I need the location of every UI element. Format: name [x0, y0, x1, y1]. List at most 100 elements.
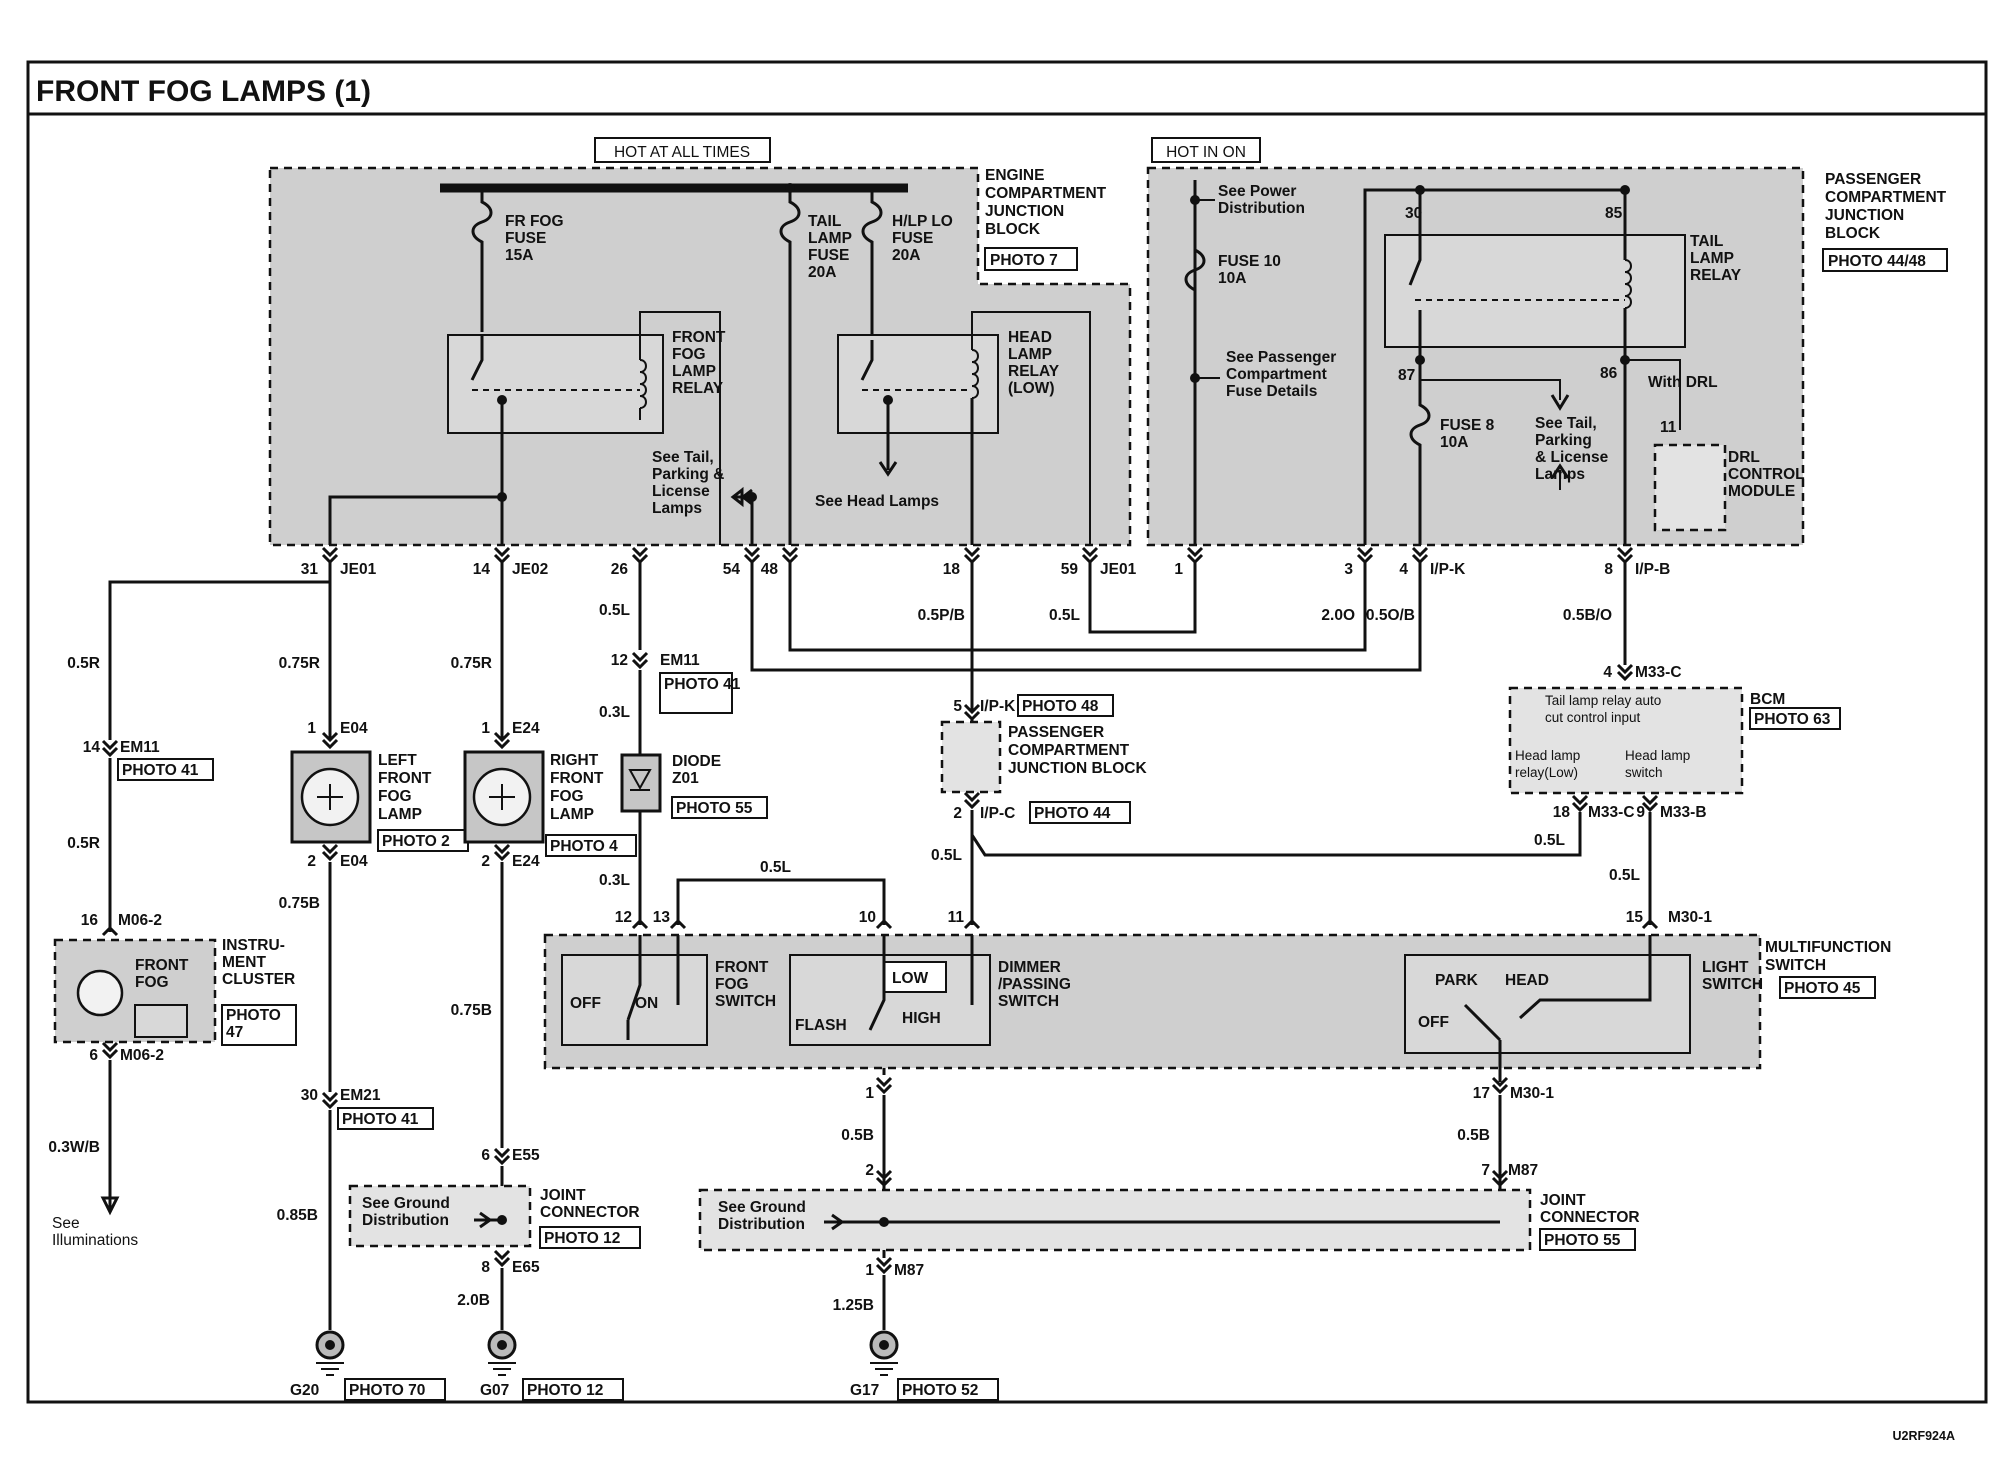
fr-fog-fuse-label: 15A	[505, 247, 533, 264]
head-relay-label: RELAY	[1008, 363, 1060, 380]
pjb2-label: PASSENGER	[1008, 724, 1104, 741]
bcm-photo-box	[1749, 707, 1841, 730]
mfs-photo: PHOTO 45	[1784, 980, 1861, 997]
fog-switch-contact	[626, 935, 642, 1040]
engine-junction-block	[268, 166, 1132, 547]
connector-id: M30-1	[1668, 909, 1712, 926]
bcm-pin	[1571, 794, 1589, 806]
busbar-tap	[785, 183, 795, 193]
tail-lamp-fuse-label: FUSE	[808, 247, 849, 264]
em11-photo-2-box	[117, 758, 214, 781]
arrow	[878, 461, 898, 477]
diode-z01	[620, 753, 662, 813]
connector-id: EM21	[340, 1087, 381, 1104]
bcm-text: cut control input	[1545, 710, 1641, 725]
pin-number: 59	[1061, 561, 1079, 578]
cluster-indicator	[76, 969, 124, 1017]
fog-relay-label: FOG	[672, 346, 706, 363]
right-lamp-label: FRONT	[550, 770, 604, 787]
dimmer-label: DIMMER	[998, 959, 1061, 976]
wire-13-10	[676, 878, 886, 925]
wire-code: 1.25B	[833, 1297, 874, 1314]
see-passenger-fuse: See Passenger	[1226, 349, 1336, 366]
pin-number: 15	[1626, 909, 1644, 926]
passenger-pin	[1186, 546, 1204, 558]
diode-symbol	[628, 769, 652, 791]
e65-pin	[493, 1249, 511, 1261]
light-switch-label: SWITCH	[1702, 976, 1763, 993]
pin-number: 4	[1603, 664, 1612, 681]
bcm-text: Head lamp	[1625, 748, 1690, 763]
pin-number: 18	[943, 561, 961, 578]
pin-number: 4	[1399, 561, 1408, 578]
fog-relay-coil	[639, 359, 647, 409]
pin-number: 8	[481, 1259, 490, 1276]
pin-number: 48	[761, 561, 779, 578]
wire-code: 0.75R	[451, 655, 492, 672]
arrow	[479, 1211, 493, 1229]
right-lamp-photo-box	[545, 834, 637, 857]
dimmer-low: LOW	[892, 970, 929, 987]
em21-photo-box	[337, 1107, 434, 1130]
switch-out-pin	[875, 1076, 893, 1088]
mfs-photo-box	[1779, 976, 1876, 999]
mfs-label: MULTIFUNCTION	[1765, 939, 1891, 956]
e55-pin	[493, 1147, 511, 1159]
connector-id: EM11	[660, 652, 700, 669]
e65-pin	[493, 1256, 511, 1268]
pin-number: 1	[865, 1085, 874, 1102]
lamp-filament	[489, 784, 515, 810]
engine-pin	[631, 546, 649, 558]
connector-id: M33-C	[1635, 664, 1682, 681]
connector-id: M30-1	[1510, 1085, 1554, 1102]
cluster-pin	[101, 1048, 119, 1060]
m87-pin	[875, 1256, 893, 1268]
pin-number: 7	[1481, 1162, 1490, 1179]
fog-switch-label: SWITCH	[715, 993, 776, 1010]
jc2-see: Distribution	[718, 1216, 805, 1233]
em11-pin	[631, 658, 649, 670]
connector-id: EM11	[120, 739, 160, 756]
joint-connector-m87	[698, 1188, 1532, 1252]
pin-number: 1	[865, 1262, 874, 1279]
pin-number: 1	[307, 720, 316, 737]
fuse-10-label: 10A	[1218, 270, 1246, 287]
passenger-block-label: JUNCTION	[1825, 207, 1904, 224]
pjb2-label: COMPARTMENT	[1008, 742, 1130, 759]
connector-id: M33-C	[1588, 804, 1635, 821]
pin-number: 2	[865, 1162, 874, 1179]
hot-in-on-box	[1151, 137, 1261, 163]
left-lamp-label: LEFT	[378, 752, 417, 769]
pin-number: 3	[1344, 561, 1353, 578]
see-tail-parking-label: License	[652, 483, 710, 500]
fog-switch-label: FOG	[715, 976, 749, 993]
relay-junction	[1415, 185, 1425, 195]
mfs-label: SWITCH	[1765, 957, 1826, 974]
pin-number: 2	[481, 853, 490, 870]
ipk-photo: PHOTO 48	[1022, 698, 1099, 715]
switch-pin	[631, 918, 649, 930]
tail-arrow	[730, 486, 753, 508]
wire-code: 0.5O/B	[1366, 607, 1415, 624]
engine-block-photo-box	[984, 247, 1078, 271]
wire-code: 0.5L	[1049, 607, 1080, 624]
with-drl: With DRL	[1648, 374, 1718, 391]
fuse-10-label: FUSE 10	[1218, 253, 1281, 270]
jc2-photo: PHOTO 55	[1544, 1232, 1621, 1249]
drl-label: CONTROL	[1728, 466, 1805, 483]
wire-code: 2.0B	[457, 1292, 490, 1309]
see-power-distribution: Distribution	[1218, 200, 1305, 217]
cluster-indicator-label: FOG	[135, 974, 169, 991]
pin-number: 12	[615, 909, 632, 926]
ground-photo-box	[522, 1378, 624, 1401]
passenger-junction-block-small	[940, 720, 1002, 794]
ground-g17	[879, 1340, 889, 1350]
wire-31-cluster	[108, 562, 332, 740]
hlp-lo-fuse-label: FUSE	[892, 230, 933, 247]
left-lamp-photo: PHOTO 2	[382, 833, 450, 850]
jc2-label: JOINT	[1540, 1192, 1586, 1209]
jc2-photo-box	[1539, 1228, 1636, 1251]
light-head: HEAD	[1505, 972, 1549, 989]
switch-out-pin	[1491, 1076, 1509, 1088]
jc-junction	[497, 1215, 507, 1225]
